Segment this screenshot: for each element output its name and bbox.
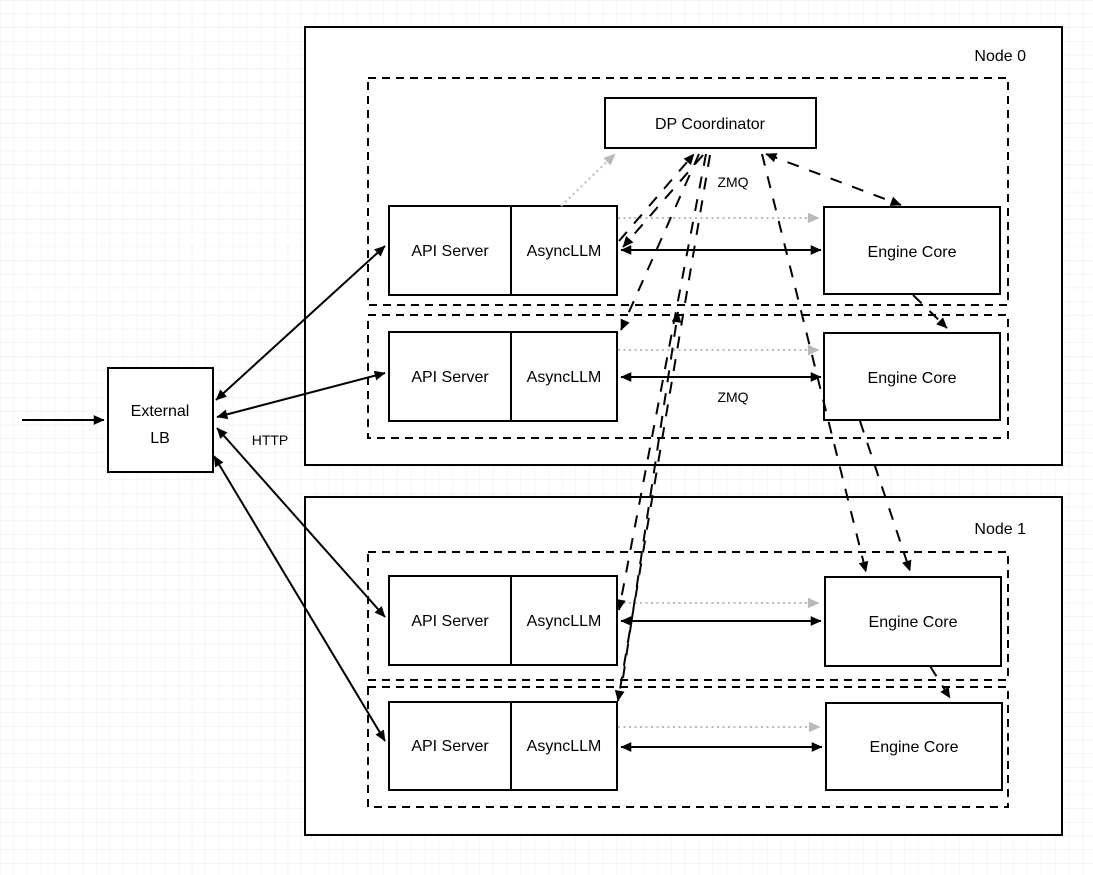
api-server-label-n0r1: API Server xyxy=(411,369,489,386)
zmq-label-coordinator: ZMQ xyxy=(717,174,748,190)
api-server-label-n1r1: API Server xyxy=(411,738,489,755)
dash-arrow-engine-chain-n0r0-n0r1 xyxy=(912,294,948,329)
engine-core-box-n0r1 xyxy=(823,332,1001,421)
dash-arrow-coordinator-to-async-n1r0 xyxy=(616,153,707,611)
external-lb-label-line2: LB xyxy=(150,430,170,447)
dash-arrow-coordinator-to-async-n1r1 xyxy=(614,154,711,702)
dash-arrow-coordinator-engine-n0r0 xyxy=(765,153,902,206)
asyncllm-label-n1r1: AsyncLLM xyxy=(527,738,602,755)
http-label: HTTP xyxy=(252,432,289,448)
engine-core-box-n1r1 xyxy=(825,702,1003,791)
external-lb-box xyxy=(107,367,214,473)
arrow-lb-api-n1r1 xyxy=(213,455,386,742)
arrow-lb-api-n0r1 xyxy=(216,370,386,420)
dash-arrow-coordinator-to-engine-n1r0 xyxy=(761,153,869,573)
zmq-label-row: ZMQ xyxy=(717,389,748,405)
engine-core-box-n0r0 xyxy=(823,206,1001,295)
dash-arrow-engine-chain-n0r1-n1r0 xyxy=(859,420,912,572)
engine-core-label-n1r1: Engine Core xyxy=(870,739,959,756)
engine-core-label-n1r0: Engine Core xyxy=(869,614,958,631)
asyncllm-label-n0r1: AsyncLLM xyxy=(527,369,602,386)
api-async-box-n1r1 xyxy=(388,701,618,791)
node1-title: Node 1 xyxy=(974,521,1026,538)
node0-title: Node 0 xyxy=(974,48,1026,65)
external-lb-label-line1: External xyxy=(131,403,190,420)
node1-rank1-group xyxy=(367,686,1009,808)
dash-arrow-coordinator-to-async-n0r0 xyxy=(622,154,704,248)
api-async-box-n0r0 xyxy=(388,205,618,296)
dp-coordinator-label: DP Coordinator xyxy=(655,116,766,133)
engine-core-label-n0r0: Engine Core xyxy=(868,244,957,261)
engine-core-box-n1r0 xyxy=(824,576,1002,667)
api-server-label-n1r0: API Server xyxy=(411,613,489,630)
api-async-box-n1r0 xyxy=(388,575,618,666)
api-server-label-n0r0: API Server xyxy=(411,243,489,260)
gray-arrow-async-coordinator xyxy=(560,153,616,207)
asyncllm-label-n1r0: AsyncLLM xyxy=(527,613,602,630)
dp-coordinator-box xyxy=(604,97,817,149)
engine-core-label-n0r1: Engine Core xyxy=(868,370,957,387)
dash-arrow-async-n1-to-rank0-group xyxy=(622,311,682,679)
node0-rank1-group xyxy=(367,314,1009,439)
asyncllm-label-n0r0: AsyncLLM xyxy=(527,243,602,260)
dash-arrow-async-n0r0-to-coordinator xyxy=(618,153,695,242)
dash-arrow-engine-chain-n1r0-n1r1 xyxy=(929,665,951,699)
dash-arrow-coordinator-to-async-n0r1 xyxy=(620,153,700,331)
api-async-box-n0r1 xyxy=(388,331,618,422)
